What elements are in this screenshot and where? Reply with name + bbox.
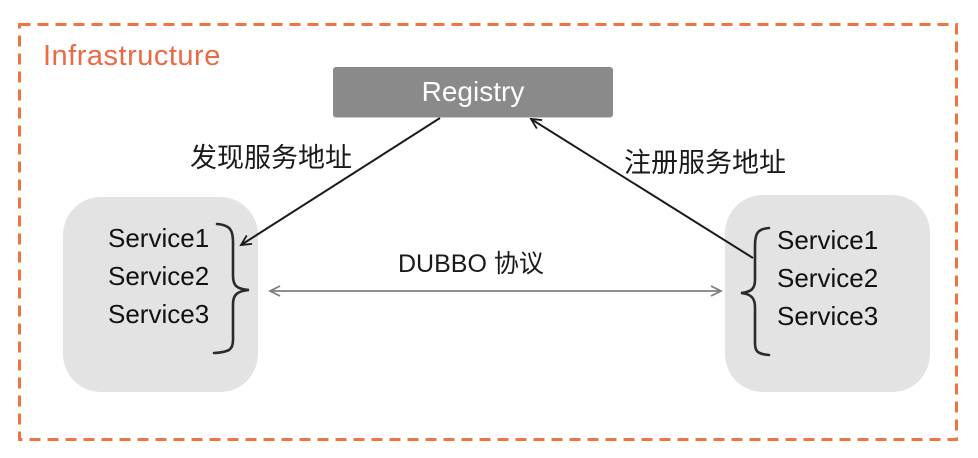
curly-brace-left-facing bbox=[740, 226, 771, 357]
registry-node: Registry bbox=[333, 67, 613, 117]
service-item: Service2 bbox=[108, 261, 210, 291]
service-item: Service2 bbox=[777, 263, 879, 293]
registry-label: Registry bbox=[421, 76, 525, 107]
service-item: Service1 bbox=[108, 223, 210, 253]
service-item: Service1 bbox=[777, 225, 879, 255]
service-item: Service3 bbox=[777, 301, 879, 331]
discover-arrow bbox=[241, 117, 441, 245]
service-node-left bbox=[63, 197, 258, 392]
service-item: Service3 bbox=[108, 299, 210, 329]
curly-brace-right-facing bbox=[212, 222, 250, 355]
service-node-right bbox=[725, 195, 930, 392]
dubbo-protocol-label: DUBBO 协议 bbox=[398, 250, 544, 278]
service-list-right: Service1 Service2 Service3 bbox=[777, 221, 878, 335]
service-list-left: Service1 Service2 Service3 bbox=[108, 219, 209, 333]
infrastructure-title: Infrastructure bbox=[43, 40, 221, 72]
infrastructure-dashed-border bbox=[18, 23, 958, 441]
register-arrow bbox=[531, 119, 754, 259]
discover-address-label: 发现服务地址 bbox=[190, 143, 352, 173]
register-address-label: 注册服务地址 bbox=[624, 148, 786, 178]
